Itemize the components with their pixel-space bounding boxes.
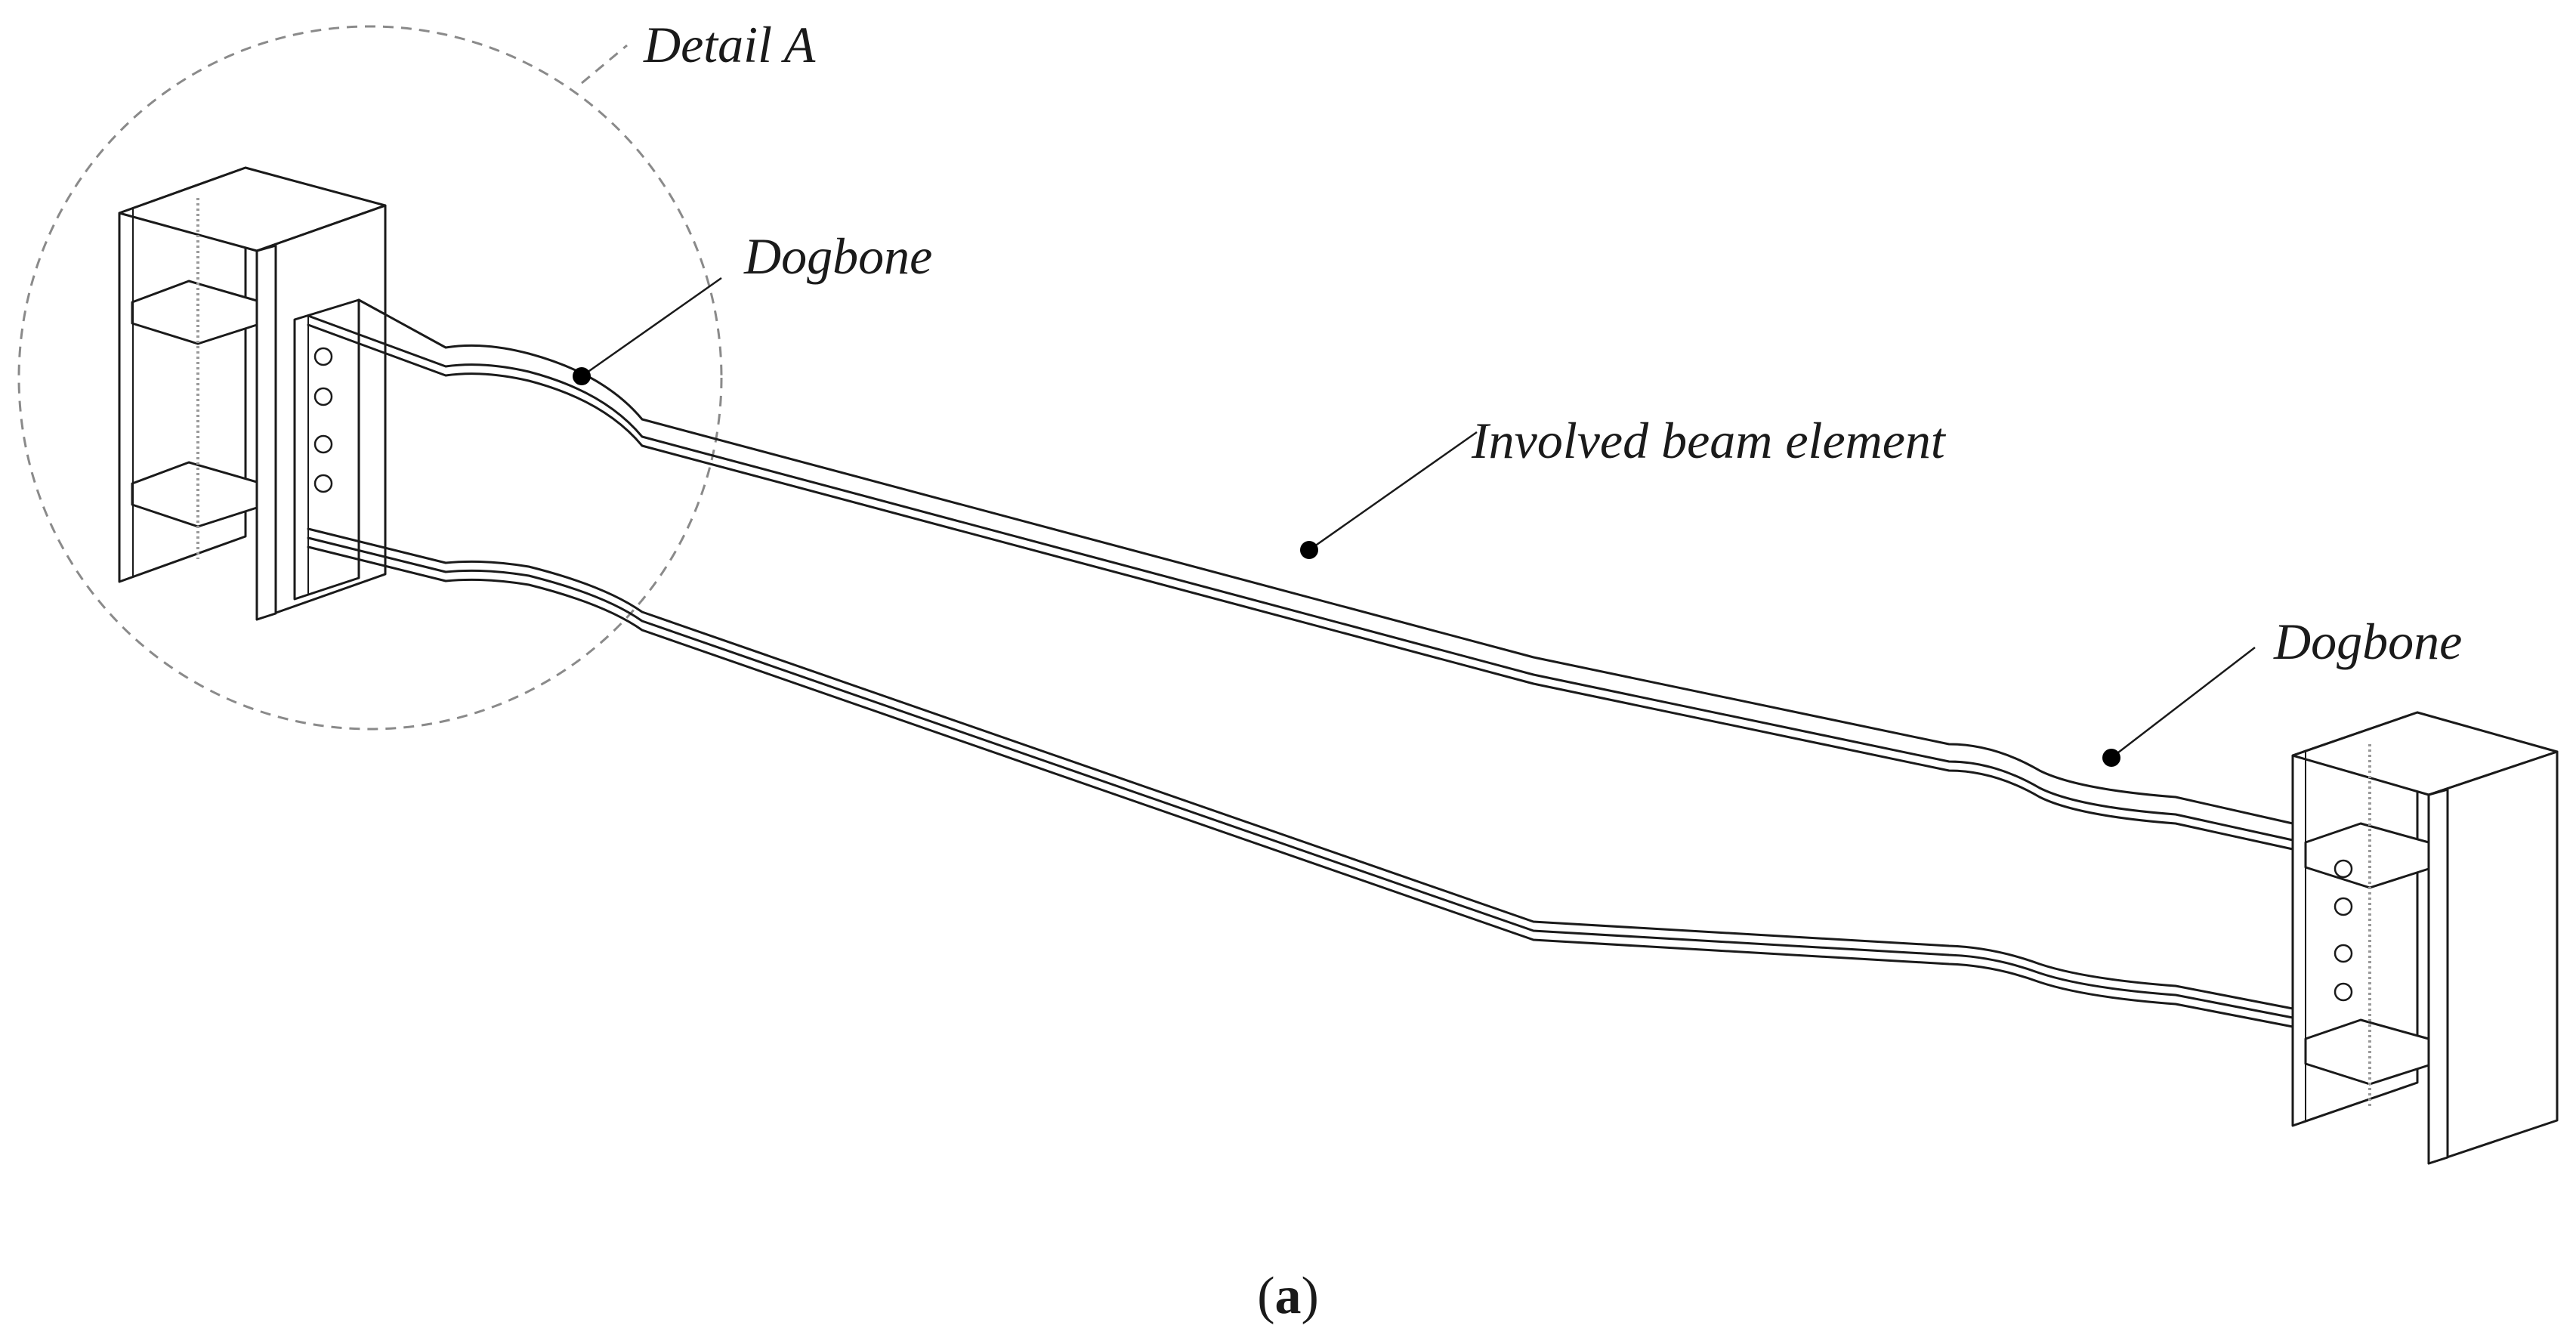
dogbone-left-label: Dogbone [743,227,932,285]
right-column [2291,711,2559,1165]
caption-letter: a [1275,1267,1302,1325]
detail-a-circle [17,25,723,731]
beam-element-label: Involved beam element [1471,412,1947,469]
detail-a-leader [581,44,628,85]
annotation-dogbone-left [573,277,722,385]
figure-caption: (a) [1257,1267,1319,1325]
left-bolts [314,347,333,493]
annotation-dogbone-right [2102,647,2256,767]
annotation-beam [1300,431,1478,559]
caption-open: ( [1257,1267,1274,1325]
detail-a-label: Detail A [643,16,816,73]
beam [293,298,2353,1028]
right-bolts [2334,859,2353,1002]
dogbone-right-label: Dogbone [2273,613,2462,670]
caption-close: ) [1302,1267,1319,1325]
